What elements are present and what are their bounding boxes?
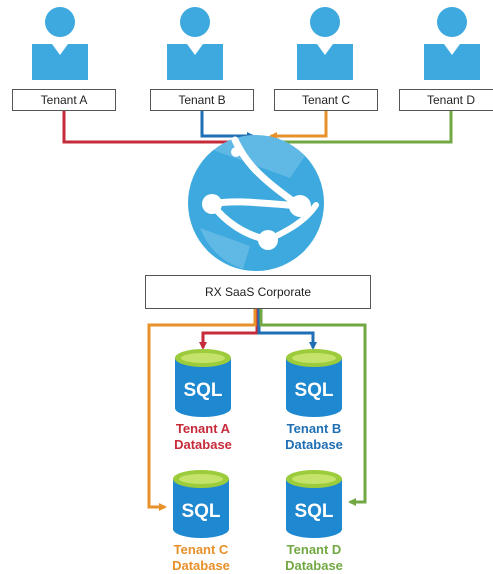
db-label-tenant-a: Tenant A Database	[143, 421, 263, 453]
connector-tenant-b	[200, 111, 255, 140]
db-label-tenant-c: Tenant C Database	[141, 542, 261, 574]
user-icon	[32, 7, 88, 80]
tenant-label: Tenant D	[426, 93, 476, 107]
connector-tenant-a	[62, 111, 250, 146]
connector-db-b	[257, 309, 317, 350]
tenant-d-box: Tenant D	[399, 89, 493, 111]
db-label-tenant-d: Tenant D Database	[254, 542, 374, 574]
corporate-box: RX SaaS Corporate	[145, 275, 371, 309]
db-suffix: Database	[174, 437, 232, 452]
user-icon	[424, 7, 480, 80]
db-name: Tenant C	[173, 542, 229, 557]
db-suffix: Database	[285, 437, 343, 452]
sql-icon-text: SQL	[294, 501, 333, 522]
tenant-b-box: Tenant B	[150, 89, 254, 111]
db-name: Tenant D	[286, 542, 342, 557]
tenant-label: Tenant C	[301, 93, 351, 107]
connector-tenant-d	[271, 111, 453, 146]
sql-database-icon: SQL	[175, 349, 231, 417]
db-suffix: Database	[285, 558, 343, 573]
tenant-label: Tenant B	[178, 93, 226, 107]
corporate-label: RX SaaS Corporate	[204, 285, 312, 299]
sql-database-icon: SQL	[286, 470, 342, 538]
connector-db-d	[259, 309, 367, 506]
db-label-tenant-b: Tenant B Database	[254, 421, 374, 453]
tenant-c-box: Tenant C	[274, 89, 378, 111]
connector-db-c	[147, 309, 257, 511]
sql-icon-text: SQL	[183, 380, 222, 401]
sql-database-icon: SQL	[286, 349, 342, 417]
sql-icon-text: SQL	[294, 380, 333, 401]
db-suffix: Database	[172, 558, 230, 573]
azure-app-service-icon	[188, 134, 324, 271]
tenant-a-box: Tenant A	[12, 89, 116, 111]
user-icon	[167, 7, 223, 80]
sql-icon-text: SQL	[181, 501, 220, 522]
tenant-label: Tenant A	[40, 93, 88, 107]
connector-db-a	[199, 309, 259, 350]
user-icon	[297, 7, 353, 80]
connector-tenant-c	[269, 111, 328, 140]
db-name: Tenant B	[286, 421, 342, 436]
sql-database-icon: SQL	[173, 470, 229, 538]
db-name: Tenant A	[175, 421, 231, 436]
